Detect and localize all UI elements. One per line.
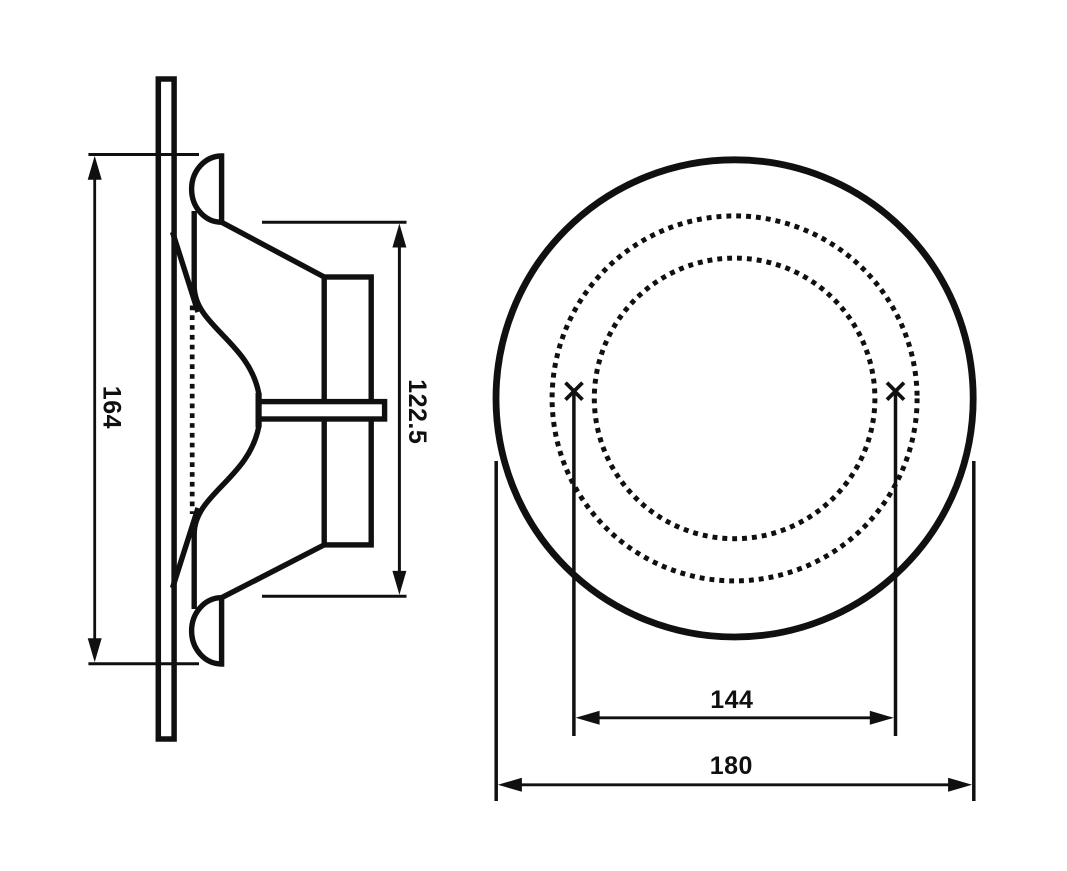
svg-text:164: 164 [98, 386, 126, 429]
svg-text:144: 144 [710, 686, 753, 714]
svg-text:180: 180 [710, 752, 753, 780]
svg-text:122.5: 122.5 [403, 379, 431, 444]
